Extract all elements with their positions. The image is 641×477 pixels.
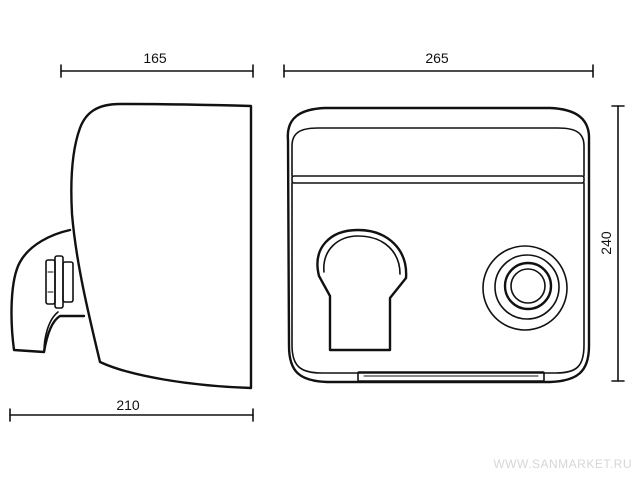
side-view-push-button [45,255,74,309]
front-view-push-button [482,245,568,331]
dimension-side-width: 210 [9,397,254,422]
front-view-casing [286,106,591,384]
side-view [10,102,253,390]
dimension-label-side-width: 210 [116,397,140,413]
front-view-air-nozzle [316,228,408,352]
front-view-lower-panel [291,182,585,374]
side-view-nozzle-inner [43,311,59,353]
dimension-label-front-width: 265 [425,50,449,66]
side-view-nozzle [10,228,86,354]
front-view-top-panel [291,127,585,177]
dimension-front-width: 265 [283,50,594,78]
dimension-label-side-depth: 165 [143,50,167,66]
side-view-housing [70,102,253,390]
dimension-label-front-height: 240 [598,231,614,255]
dimension-side-depth: 165 [60,50,254,78]
front-view-outlet-slot [357,371,545,382]
watermark: WWW.SANMARKET.RU [493,457,632,471]
front-view [286,106,591,384]
dimension-front-height: 240 [598,105,625,382]
front-view-divider [291,175,585,184]
